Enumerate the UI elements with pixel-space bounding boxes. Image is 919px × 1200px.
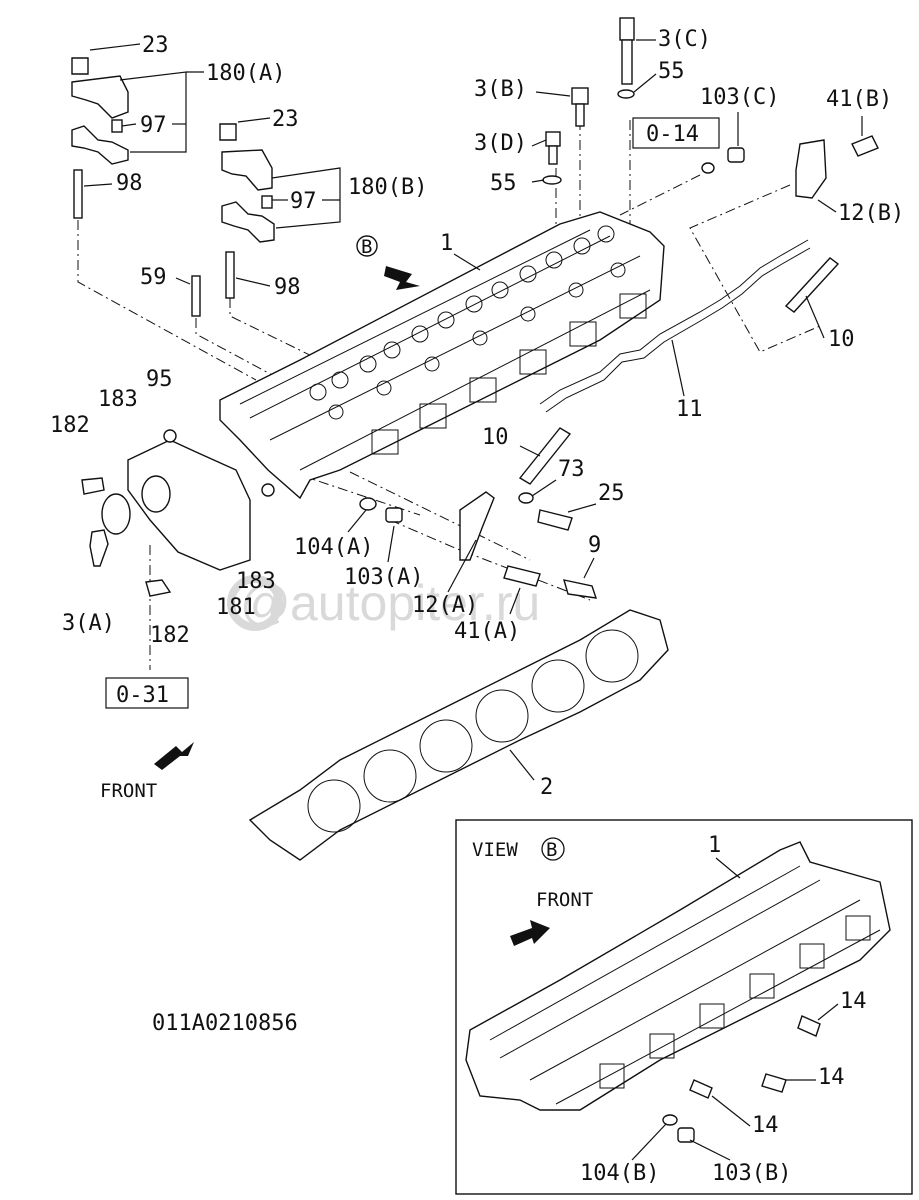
diagram-code: 011A0210856 [152,1011,298,1036]
view-b-callout-14c: 14 [752,1113,779,1138]
valve-ports [309,225,626,420]
bolt-25 [537,509,573,531]
callout-55b: 55 [490,171,517,196]
watermark: @ autopiter.ru [227,575,540,631]
callout-183a: 183 [98,387,138,412]
svg-text:FRONT: FRONT [100,780,157,802]
bracket-12a [459,491,495,561]
callout-3d: 3(D) [474,131,527,156]
exhaust-ports [371,293,647,455]
glow-plug-10-lower [518,427,572,504]
view-b-cylinder-head [465,841,891,1111]
callout-leaders-right [347,39,863,781]
view-b-callout-14b: 14 [818,1065,845,1090]
bearing-cap-a [71,57,129,219]
callout-98a: 98 [116,171,143,196]
callout-10b: 10 [482,425,509,450]
callout-41b: 41(B) [826,87,892,112]
view-b-inset: VIEW B FRONT 1 14 14 14 104( [455,819,913,1195]
stud-41a [503,565,541,587]
callout-12b: 12(B) [838,201,904,226]
callout-55a: 55 [658,59,685,84]
head-gasket [248,609,669,861]
sensor-9 [563,579,598,599]
callout-182a: 182 [50,413,90,438]
bolt-3c [617,17,635,99]
svg-text:B: B [546,839,557,861]
callout-23a: 23 [142,33,169,58]
callout-180b: 180(B) [348,175,427,200]
connector-plate-11 [539,239,811,413]
callout-2: 2 [540,775,553,800]
callout-3a: 3(A) [62,611,115,636]
callout-180a: 180(A) [206,61,285,86]
callout-95: 95 [146,367,173,392]
callout-9: 9 [588,533,601,558]
view-b-studs [662,1015,821,1143]
thermostat-housing [81,429,275,597]
bolt-3b [571,87,589,127]
callout-3b: 3(B) [474,77,527,102]
callout-97b: 97 [290,189,317,214]
view-b-callout-1: 1 [708,833,721,858]
callout-11: 11 [676,397,703,422]
svg-text:0-14: 0-14 [646,122,699,147]
callout-98b: 98 [274,275,301,300]
callout-103a: 103(A) [344,565,423,590]
callout-41a: 41(A) [454,619,520,644]
stud-59 [191,275,201,317]
view-b-indicator: B [356,235,420,290]
callout-182b: 182 [150,623,190,648]
bolt-3d [542,131,562,185]
view-b-front-label: FRONT [536,889,593,911]
front-indicator: FRONT [100,742,194,802]
callout-59: 59 [140,265,167,290]
callout-1: 1 [440,231,453,256]
glow-plug-10-right [784,257,840,313]
callout-103c: 103(C) [700,85,779,110]
view-b-callout-104b: 104(B) [580,1161,659,1186]
plug-103c [701,147,745,174]
svg-text:B: B [361,236,372,258]
svg-text:0-31: 0-31 [116,683,169,708]
view-b-callout-14a: 14 [840,989,867,1014]
callout-181: 181 [216,595,256,620]
ref-box-031: 0-31 [105,677,189,709]
callout-12a: 12(A) [412,593,478,618]
bracket-12b [795,135,879,199]
callout-183b: 183 [236,569,276,594]
view-b-callout-103b: 103(B) [712,1161,791,1186]
callout-3c: 3(C) [658,27,711,52]
callout-25: 25 [598,481,625,506]
callout-lines-upper-left [83,43,341,287]
callout-104a: 104(A) [294,535,373,560]
svg-text:autopiter.ru: autopiter.ru [290,575,540,631]
cylinder-head [219,211,665,500]
callout-73: 73 [558,457,585,482]
callout-labels: 23 180(A) 97 98 23 97 180(B) 98 59 95 18… [50,27,904,800]
callout-10a: 10 [828,327,855,352]
callout-23b: 23 [272,107,299,132]
ref-box-014: 0-14 [632,117,720,149]
callout-97a: 97 [140,113,167,138]
bearing-cap-b [219,123,275,299]
svg-text:@: @ [240,575,291,631]
guide-lines [77,120,821,670]
view-b-title: VIEW [472,839,518,861]
washer-plug-104a-103a [359,497,403,523]
